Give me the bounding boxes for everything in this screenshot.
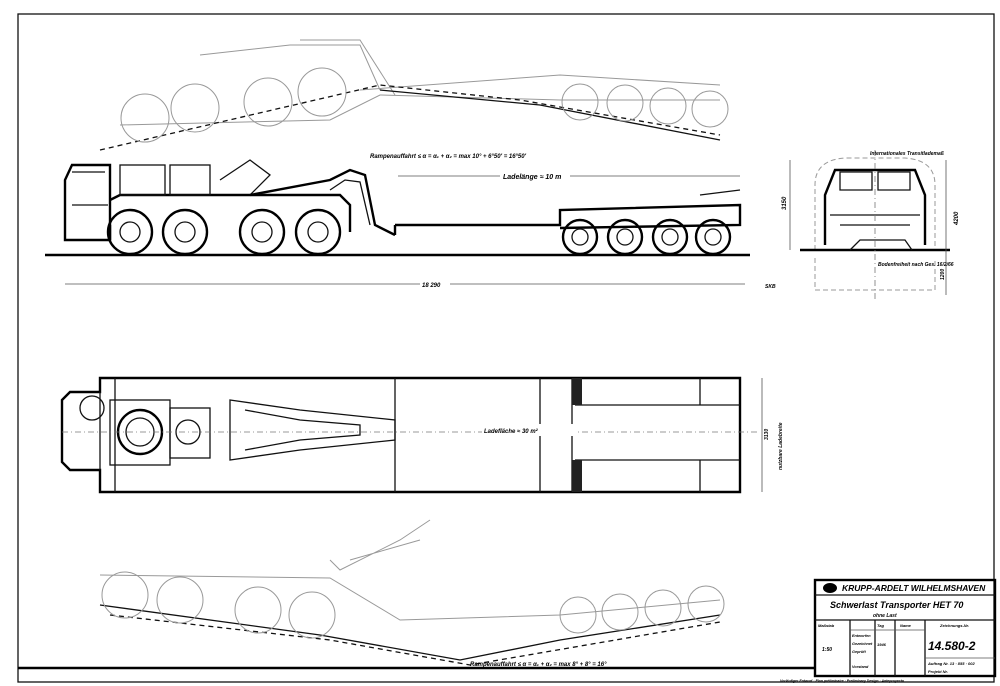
transport-profile-label: Internationales Transitlademaß bbox=[870, 151, 944, 157]
front-ground-dim: 1200 bbox=[940, 269, 946, 280]
drawn-day: 1946 bbox=[877, 642, 887, 647]
front-total-dim: 4200 bbox=[954, 211, 960, 226]
col-name: Name bbox=[900, 623, 912, 628]
row-geprueft: Geprüft bbox=[852, 650, 866, 654]
drawing-number-label: Zeichnungs-Nr. bbox=[939, 623, 969, 628]
tractor-wheels bbox=[106, 208, 342, 256]
plan-width-dim: 3130 bbox=[764, 429, 770, 440]
ground-clearance-label: Bodenfreiheit nach Ges. 16/2/66 bbox=[878, 262, 954, 268]
order-number: Auftrag Nr. 13 · 855 · 002 bbox=[927, 661, 975, 666]
scale-value: 1:50 bbox=[822, 647, 832, 653]
bottom-ramp-view: Rampenauffahrt ≤ α = α₁ + α₂ = max 8° + … bbox=[18, 519, 815, 670]
side-view: Rampenauffahrt ≤ α = α₁ + α₂ = max 10° +… bbox=[45, 154, 750, 289]
krupp-logo-icon bbox=[823, 583, 837, 593]
load-area-label: Ladefläche ≈ 30 m² bbox=[484, 428, 539, 435]
row-gezeichnet: Gezeichnet bbox=[852, 642, 873, 646]
load-width-label: nutzbare Ladebreite bbox=[778, 422, 784, 470]
front-height-dim: 3150 bbox=[782, 196, 788, 210]
front-view: 3150 4200 1200 Internationales Transitla… bbox=[765, 150, 960, 300]
footer-note: Vorläufiger Entwurf · Plan préliminaire … bbox=[780, 679, 905, 683]
skb-label: SKB bbox=[765, 284, 776, 290]
title-block: KRUPP-ARDELT WILHELMSHAVEN Schwerlast Tr… bbox=[780, 578, 997, 683]
drawing-title: Schwerlast Transporter HET 70 bbox=[830, 600, 963, 610]
overall-length-label: 18 290 bbox=[422, 283, 441, 289]
trailer-wheels bbox=[561, 218, 732, 256]
row-vorstand: Vorstand bbox=[852, 665, 869, 669]
drawing-subtitle: ohne Last bbox=[873, 613, 897, 619]
ramp-top-label: Rampenauffahrt ≤ α = α₁ + α₂ = max 10° +… bbox=[370, 154, 527, 160]
plan-view: Ladefläche ≈ 30 m² 3130 nutzbare Ladebre… bbox=[60, 376, 784, 494]
row-entworfen: Entworfen bbox=[852, 634, 871, 638]
company-name: KRUPP-ARDELT WILHELMSHAVEN bbox=[842, 583, 986, 593]
drawing-frame bbox=[17, 13, 995, 683]
drawing-number: 14.580-2 bbox=[928, 639, 976, 653]
ramp-bottom-label: Rampenauffahrt ≤ α = α₁ + α₂ = max 8° + … bbox=[470, 662, 607, 668]
project-label: Projekt Nr. bbox=[928, 669, 948, 674]
scale-label: Maßstab bbox=[818, 623, 835, 628]
col-day: Tag bbox=[877, 623, 885, 628]
top-ramp-view bbox=[99, 39, 729, 151]
load-length-label: Ladelänge ≈ 10 m bbox=[503, 174, 561, 181]
